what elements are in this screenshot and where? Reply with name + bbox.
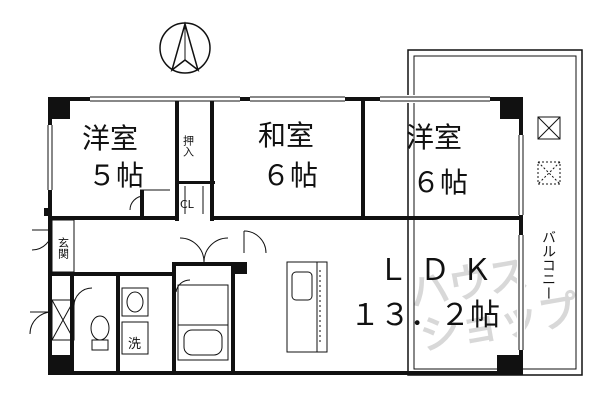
balcony-label: バルコニー	[540, 230, 556, 300]
washroom-label: 洗	[128, 337, 141, 352]
room-western2-label: 洋室	[406, 121, 462, 154]
balcony-area	[407, 49, 583, 376]
bathtub-icon	[177, 284, 229, 361]
room-western1: 洋室 ５帖	[82, 122, 144, 192]
room-western2-size: ６帖	[412, 166, 468, 199]
watermark: ハウス ショップ	[406, 251, 582, 360]
entrance-area	[51, 219, 75, 341]
cl-label: CL	[180, 198, 195, 211]
north-arrow-icon	[159, 21, 211, 74]
oshiire-label: 押入	[182, 134, 195, 157]
entrance-label: 玄関	[57, 236, 70, 259]
windows	[46, 95, 525, 350]
room-ldk-size: １３．２帖	[350, 298, 500, 333]
toilet-icon	[90, 315, 110, 351]
room-japanese-size: ６帖	[262, 159, 318, 192]
room-western1-label: 洋室	[82, 122, 138, 155]
room-ldk: ＬＤＫ １３．２帖	[350, 253, 504, 333]
ac-unit-icon-1	[537, 116, 561, 140]
room-japanese-label: 和室	[258, 119, 314, 152]
kitchen-counter	[286, 261, 328, 353]
room-western2: 洋室 ６帖	[406, 121, 468, 199]
closet-doors	[140, 186, 204, 214]
washbasin-icon	[121, 287, 149, 355]
room-japanese: 和室 ６帖	[258, 119, 318, 192]
room-western1-size: ５帖	[88, 159, 144, 192]
ac-unit-icon-2	[537, 161, 561, 185]
room-ldk-label: ＬＤＫ	[378, 253, 504, 288]
interior-walls	[52, 101, 519, 371]
